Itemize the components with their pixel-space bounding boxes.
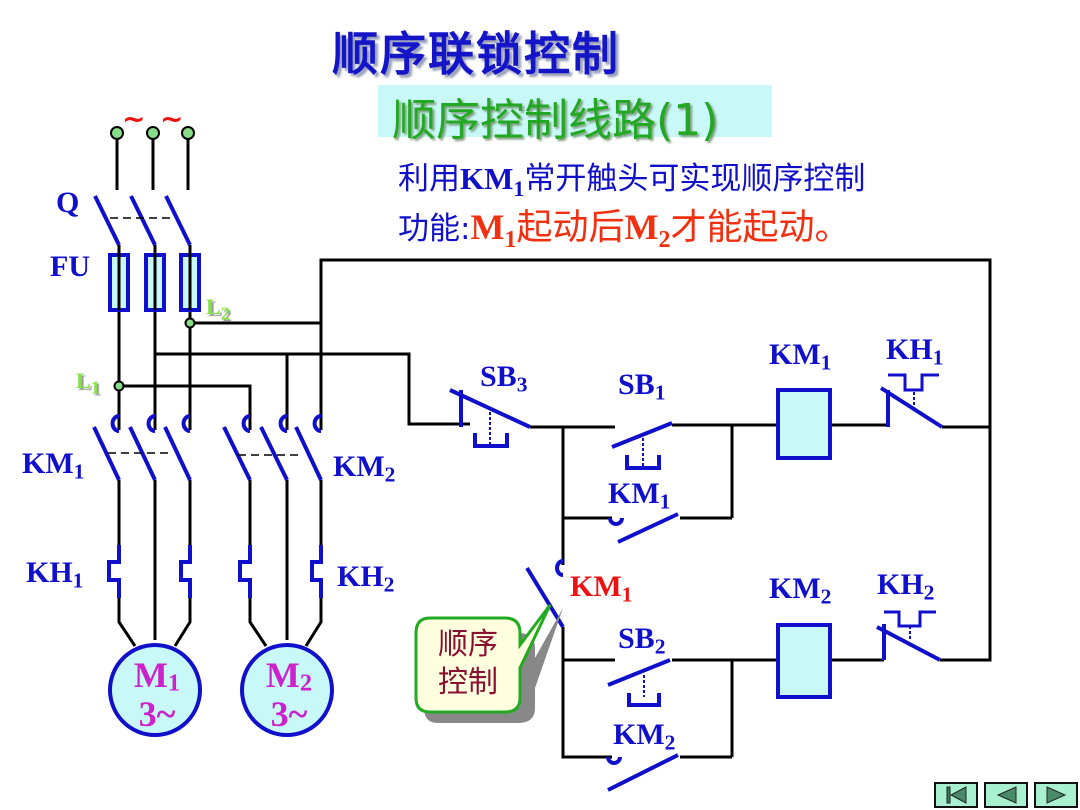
wire	[119, 384, 252, 430]
label-km2-main: KM2	[333, 450, 396, 487]
label-km2-hold: KM2	[613, 718, 676, 755]
kh-thermal-elements	[107, 545, 323, 598]
motor-m2-label: M2 3~	[265, 655, 313, 734]
slide-subtitle: 顺序控制线路(1)	[392, 95, 719, 146]
motors	[108, 643, 334, 737]
desc-text: 功能:	[398, 211, 471, 247]
first-slide-icon	[946, 786, 967, 804]
sb3-stop-button	[449, 388, 531, 448]
ac-symbol: ~	[160, 102, 184, 135]
wire	[319, 258, 992, 662]
desc-km-sub: 1	[513, 176, 525, 202]
kh2-nc-contact	[876, 610, 941, 662]
wire	[155, 352, 470, 426]
first-slide-button[interactable]	[934, 782, 978, 808]
label-kh1-control: KH1	[886, 333, 944, 370]
label-l2: L2	[206, 294, 230, 324]
desc-m2-sub: 2	[658, 227, 671, 254]
wire	[248, 598, 268, 647]
label-q: Q	[56, 186, 80, 219]
supply-terminals	[110, 126, 196, 392]
next-slide-icon	[1046, 786, 1067, 804]
terminal	[146, 126, 160, 140]
wire	[117, 598, 137, 647]
label-sb1: SB1	[618, 368, 666, 405]
ac-symbol: ~	[122, 102, 146, 135]
subtitle-background	[378, 85, 772, 137]
label-kh1-main: KH1	[26, 556, 84, 593]
slide-title: 顺序联锁控制	[332, 27, 620, 81]
km2-coil	[776, 623, 832, 699]
junction-l2	[184, 317, 196, 329]
label-kh2-control: KH2	[877, 568, 935, 605]
label-sb2: SB2	[618, 622, 666, 659]
desc-m2: M	[624, 207, 659, 247]
label-sb3: SB3	[480, 360, 528, 397]
desc-text: 起动后	[516, 207, 625, 248]
description-line-2: 功能:M1起动后M2才能起动。	[398, 198, 850, 254]
motor-m2	[240, 643, 334, 737]
desc-m1-sub: 1	[504, 227, 517, 254]
description-line-1: 利用KM1常开触头可实现顺序控制	[398, 153, 865, 202]
desc-text: 常开触头可实现顺序控制	[524, 161, 866, 197]
wire	[173, 598, 192, 647]
previous-slide-icon	[996, 786, 1017, 804]
junction-l1	[113, 380, 125, 392]
wire	[561, 627, 612, 759]
previous-slide-button[interactable]	[984, 782, 1028, 808]
motor-m1-label: M1 3~	[133, 655, 181, 734]
sb1-start-button	[611, 421, 673, 470]
label-km1-sequence: KM1	[570, 570, 633, 607]
km1-coil	[776, 388, 832, 460]
label-kh2-main: KH2	[337, 560, 395, 597]
km-main-contacts	[92, 414, 323, 481]
motor-m1	[108, 643, 202, 737]
label-km1-coil: KM1	[769, 338, 832, 375]
switch-q	[93, 195, 192, 246]
terminal	[110, 126, 124, 140]
label-km2-coil: KM2	[769, 572, 832, 609]
km1-sequence-contact	[525, 559, 565, 629]
label-l1: L1	[76, 368, 100, 398]
km2-hold-contact	[606, 753, 679, 792]
wire	[304, 598, 323, 647]
sb2-start-button	[607, 658, 671, 707]
label-km1-hold: KM1	[608, 477, 671, 514]
next-slide-button[interactable]	[1034, 782, 1078, 808]
desc-m1: M	[470, 207, 505, 247]
desc-text: 利用	[398, 161, 460, 197]
label-fu: FU	[50, 250, 90, 283]
callout-text: 顺序 控制	[438, 627, 498, 700]
callout-bubble	[414, 604, 563, 723]
label-km1-main: KM1	[22, 447, 85, 484]
km1-hold-contact	[608, 512, 679, 544]
terminal	[181, 126, 195, 140]
desc-text: 才能起动。	[670, 207, 851, 248]
desc-km: KM	[460, 161, 514, 196]
kh1-nc-contact	[879, 373, 944, 429]
